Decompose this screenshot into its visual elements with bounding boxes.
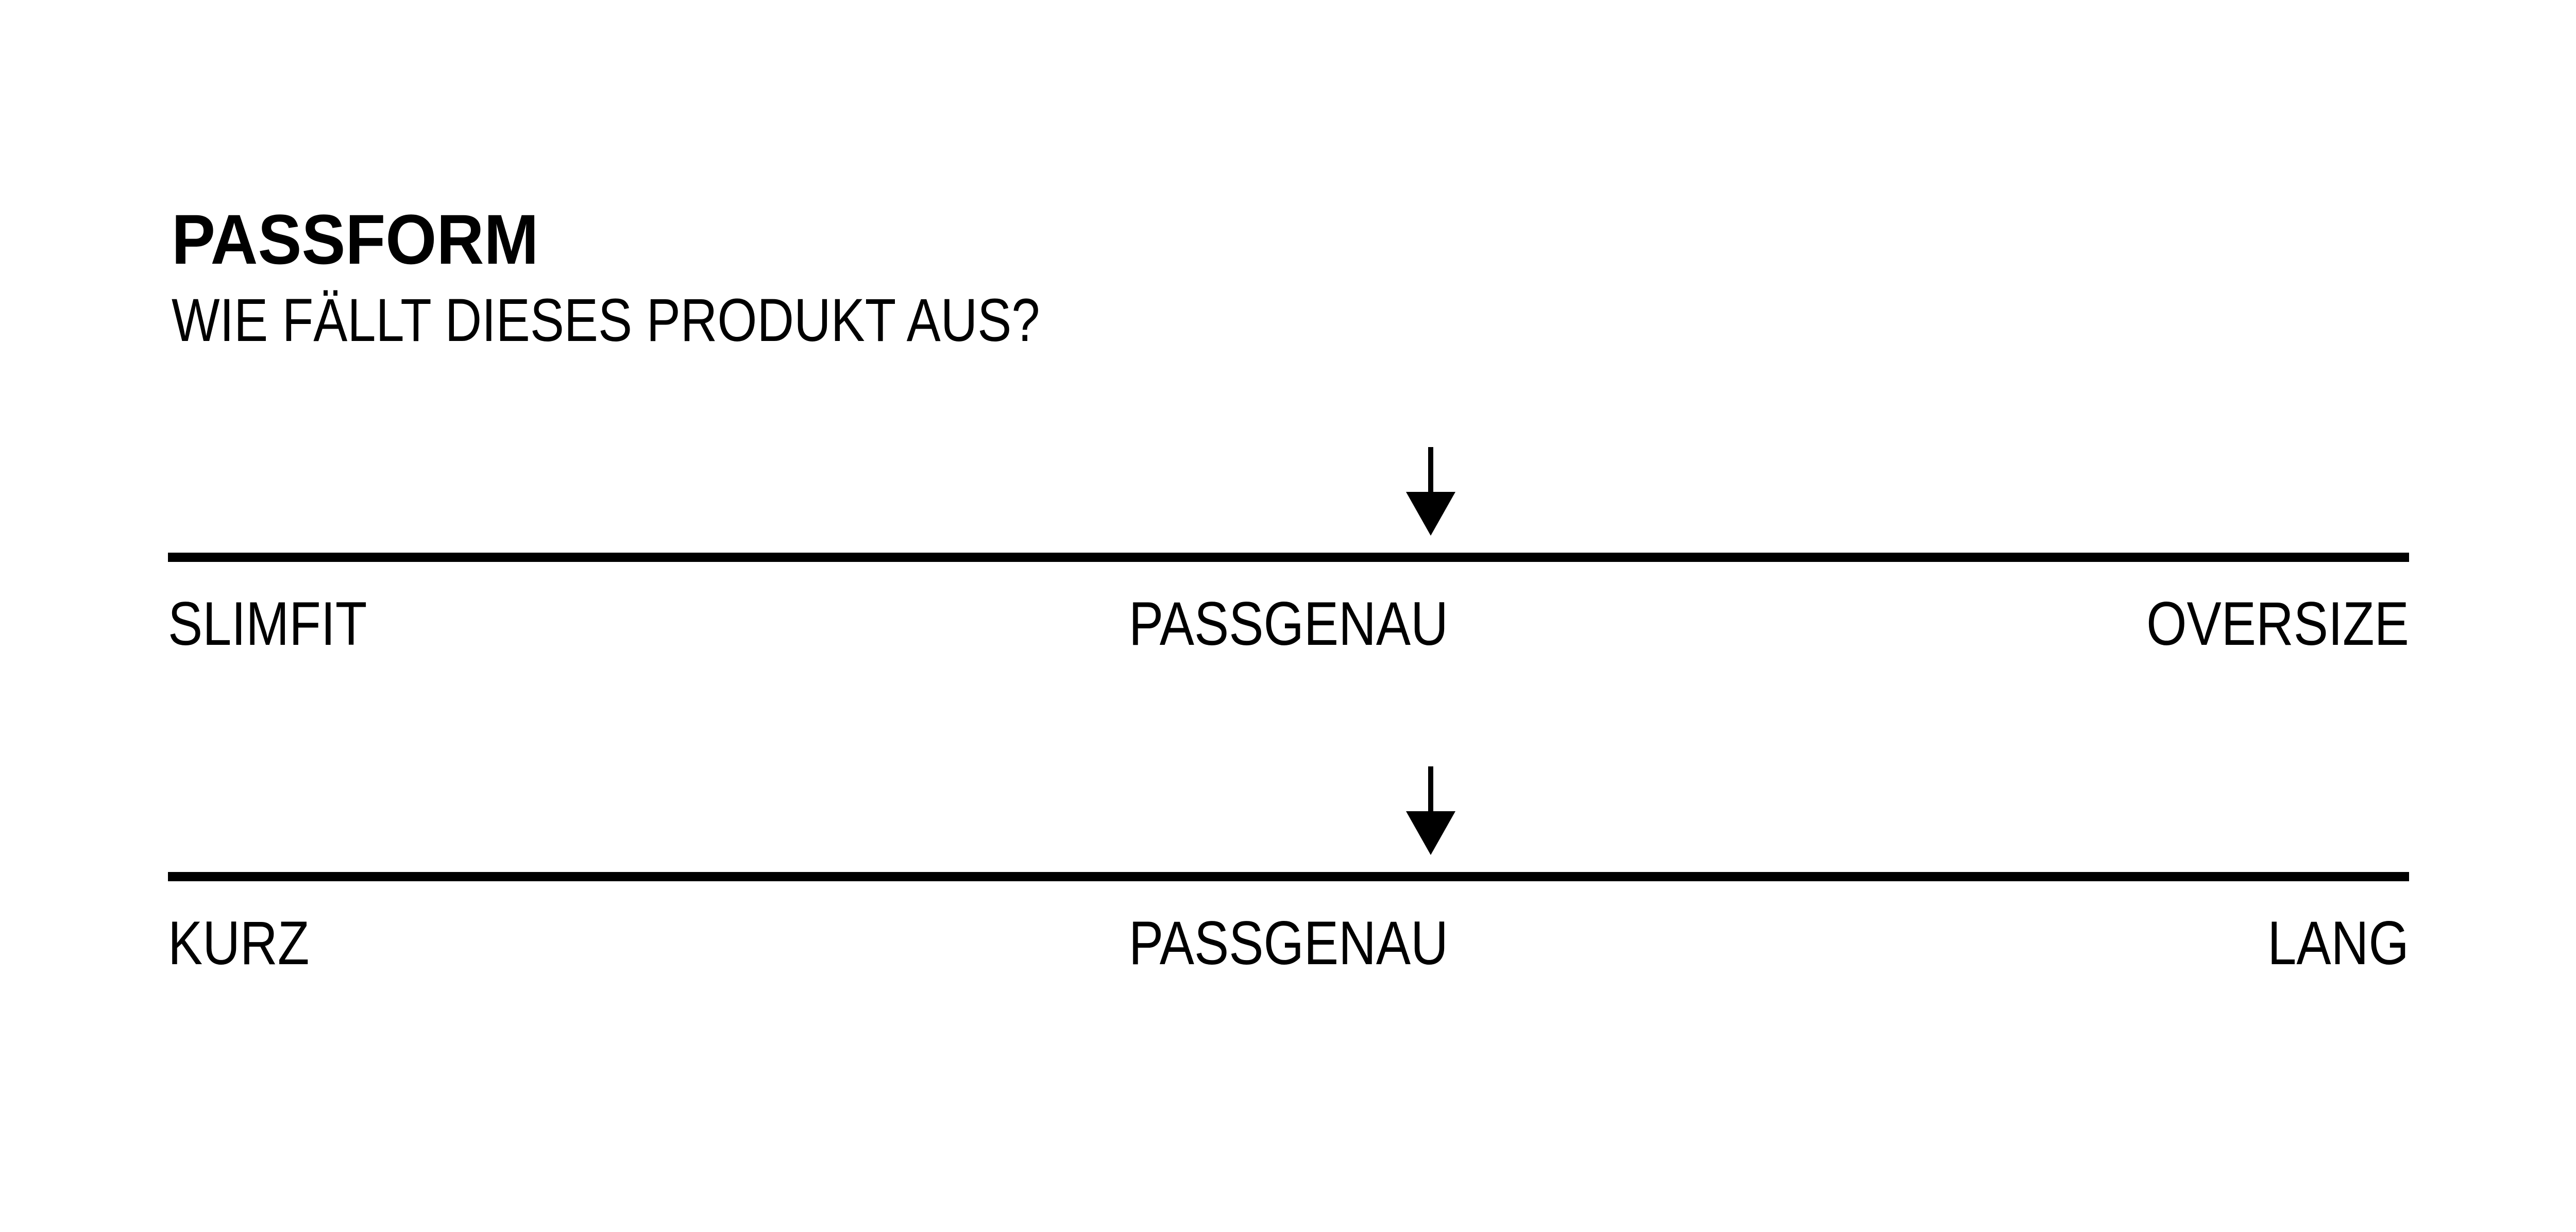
arrow-head	[1406, 492, 1456, 536]
fit-scale-length: KURZ PASSGENAU LANG	[168, 766, 2409, 993]
page-title: PASSFORM	[172, 200, 539, 279]
down-arrow-icon	[1406, 766, 1456, 855]
scale-left-label: SLIMFIT	[168, 589, 367, 658]
scale-center-label: PASSGENAU	[1129, 589, 1448, 658]
arrow-shaft	[1428, 766, 1434, 811]
page-subtitle: WIE FÄLLT DIESES PRODUKT AUS?	[172, 286, 1040, 354]
scale-right-label: OVERSIZE	[2146, 589, 2409, 658]
scale-center-label: PASSGENAU	[1129, 909, 1448, 978]
scale-track	[168, 553, 2409, 562]
arrow-shaft	[1428, 447, 1434, 492]
down-arrow-icon	[1406, 447, 1456, 536]
fit-scale-width: SLIMFIT PASSGENAU OVERSIZE	[168, 447, 2409, 674]
scale-right-label: LANG	[2267, 909, 2409, 978]
arrow-head	[1406, 811, 1456, 855]
scale-labels: SLIMFIT PASSGENAU OVERSIZE	[168, 593, 2409, 675]
scale-track	[168, 872, 2409, 881]
scale-left-label: KURZ	[168, 909, 310, 978]
scale-labels: KURZ PASSGENAU LANG	[168, 912, 2409, 995]
